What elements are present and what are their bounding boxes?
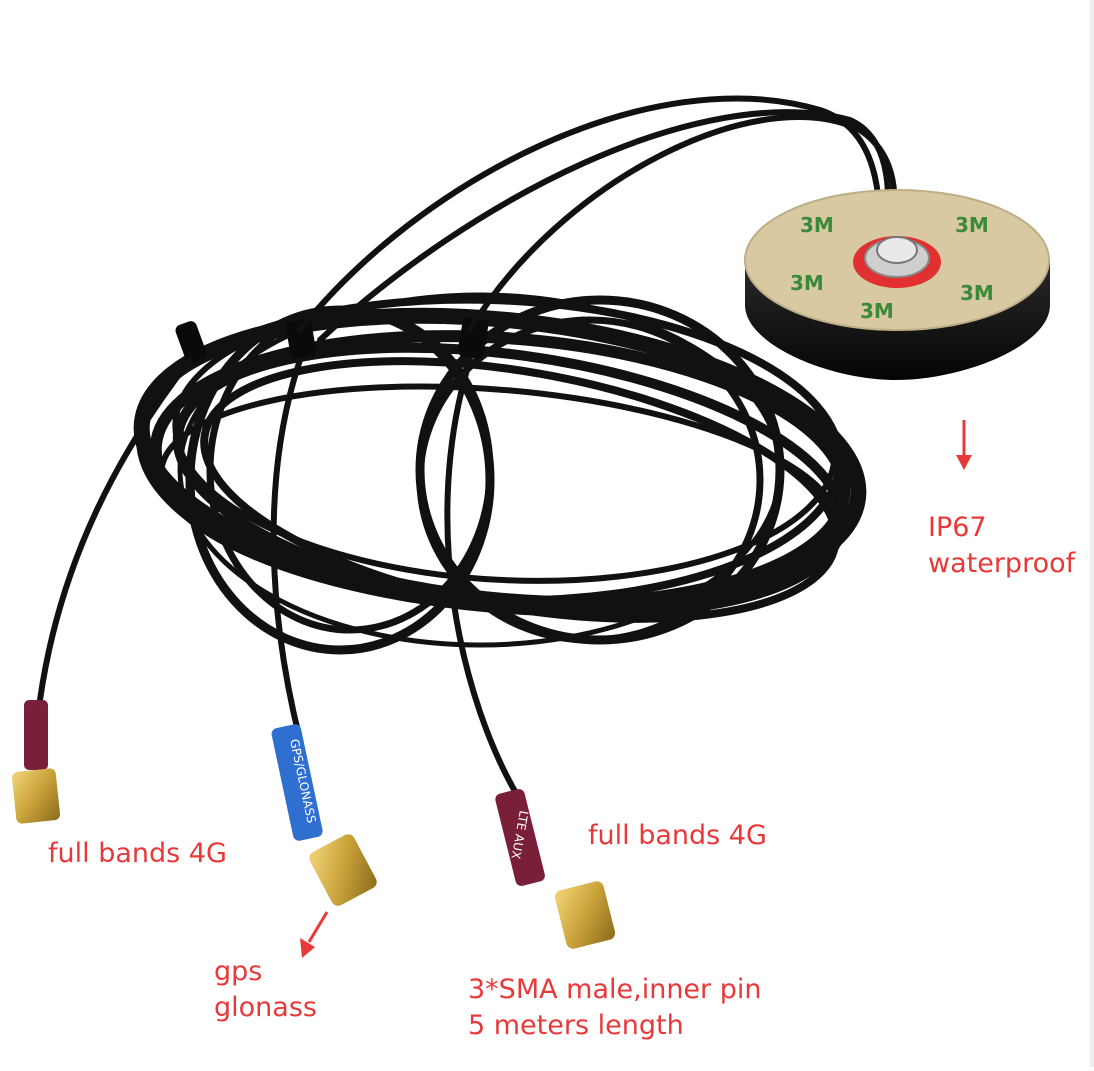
base-print-text: 3M [800, 213, 834, 237]
label-gps: gps [214, 956, 263, 987]
base-print-text: 3M [790, 271, 824, 295]
base-print-text: 3M [860, 299, 894, 323]
label-sma-spec: 3*SMA male,inner pin [468, 974, 762, 1005]
cable-ties [175, 316, 489, 363]
cable-leads [37, 357, 523, 803]
arrow-waterproof-head [956, 455, 972, 470]
antenna-base: 3M 3M 3M 3M 3M [744, 189, 1050, 380]
cable-coil [133, 292, 867, 655]
connector-gps: GPS/GLONASS [271, 724, 377, 906]
arrow-gps [307, 911, 329, 943]
arrow-gps-head [300, 938, 315, 958]
connector-left [11, 700, 61, 824]
label-ip67: IP67 [928, 512, 987, 543]
label-glonass: glonass [214, 992, 317, 1023]
label-waterproof: waterproof [928, 548, 1076, 579]
label-full-bands-left: full bands 4G [48, 838, 227, 869]
base-print-text: 3M [960, 281, 994, 305]
arrows [300, 420, 972, 958]
connector-lte: LTE AUX [495, 789, 616, 949]
label-cable-length: 5 meters length [468, 1010, 684, 1041]
base-print-text: 3M [955, 213, 989, 237]
label-full-bands-right: full bands 4G [588, 820, 767, 851]
page-edge [1090, 0, 1094, 1067]
